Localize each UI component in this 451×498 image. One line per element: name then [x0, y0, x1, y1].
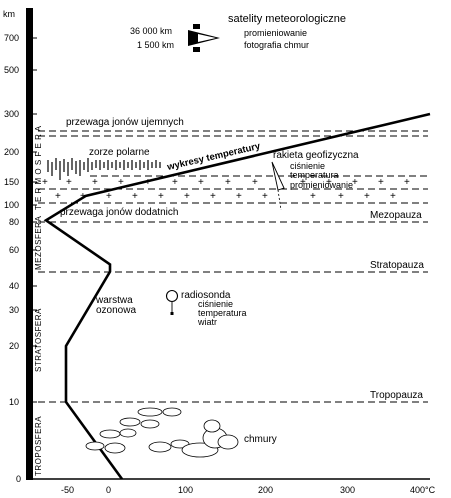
svg-text:+: + — [338, 191, 344, 202]
satellites-line2: fotografia chmur — [244, 40, 309, 50]
svg-text:+: + — [326, 177, 332, 188]
aurora-label: zorze polarne — [89, 147, 150, 158]
y-tick-500: 500 — [4, 65, 19, 75]
y-tick-0: 0 — [16, 474, 21, 484]
x-tick-300: 300 — [340, 485, 355, 495]
layer-troposfera-label: TROPOSFERA — [34, 416, 43, 476]
y-tick-700: 700 — [4, 33, 19, 43]
ions-negative-label: przewaga jonów ujemnych — [66, 117, 184, 128]
satellite-icon — [188, 24, 220, 52]
svg-text:+: + — [236, 191, 242, 202]
svg-text:+: + — [390, 191, 396, 202]
mezopauza-label: Mezopauza — [370, 210, 422, 221]
y-tick-200: 200 — [4, 147, 19, 157]
temperature-profile-line — [43, 112, 431, 480]
aurora-hatching — [47, 158, 161, 180]
y-tick-300: 300 — [4, 109, 19, 119]
svg-text:+: + — [404, 177, 410, 188]
svg-text:+: + — [106, 191, 112, 202]
satellites-line1: promieniowanie — [244, 28, 307, 38]
y-tick-80: 80 — [9, 217, 19, 227]
x-tick-minus50: -50 — [61, 485, 74, 495]
svg-text:+: + — [310, 191, 316, 202]
svg-text:+: + — [198, 177, 204, 188]
x-tick-200: 200 — [258, 485, 273, 495]
rocket-line3: promieniowanie — [290, 180, 353, 190]
ozone-line1: warstwa — [95, 295, 133, 306]
rocket-line1: ciśnienie — [290, 161, 325, 171]
svg-text:+: + — [184, 191, 190, 202]
clouds-drawing — [85, 407, 239, 458]
svg-text:+: + — [66, 177, 72, 188]
svg-text:+: + — [92, 177, 98, 188]
y-tick-40: 40 — [9, 281, 19, 291]
tropopauza-label: Tropopauza — [370, 390, 423, 401]
layer-stratosfera-label: STRATOSFERA — [34, 308, 43, 372]
layer-mezosfera-label: MEZOSFERA — [34, 216, 43, 270]
svg-text:+: + — [300, 177, 306, 188]
stratopauza-label: Stratopauza — [370, 260, 424, 271]
y-tick-150: 150 — [4, 177, 19, 187]
y-tick-100: 100 — [4, 200, 19, 210]
rocket-title: rakieta geofizyczna — [273, 150, 359, 161]
radiosonde-line1: ciśnienie — [198, 299, 233, 309]
y-tick-30: 30 — [9, 305, 19, 315]
svg-text:+: + — [42, 177, 48, 188]
svg-text:+: + — [132, 191, 138, 202]
radiosonde-line3: wiatr — [197, 317, 217, 327]
rocket-icon — [271, 161, 285, 211]
ozone-line2: ozonowa — [96, 305, 136, 316]
satellite-alt-low: 1 500 km — [137, 40, 174, 50]
svg-text:+: + — [172, 177, 178, 188]
y-axis-ticks — [33, 37, 37, 403]
svg-text:+: + — [118, 177, 124, 188]
y-tick-60: 60 — [9, 245, 19, 255]
y-tick-10: 10 — [9, 397, 19, 407]
satellites-title: satelity meteorologiczne — [228, 13, 346, 25]
svg-text:+: + — [364, 191, 370, 202]
clouds-label: chmury — [244, 434, 277, 445]
svg-text:+: + — [378, 177, 384, 188]
y-tick-20: 20 — [9, 341, 19, 351]
rocket-line2: temperatura — [290, 170, 339, 180]
layer-bar — [26, 8, 33, 480]
x-tick-400: 400°C — [410, 485, 436, 495]
satellite-alt-high: 36 000 km — [130, 26, 172, 36]
svg-text:+: + — [252, 177, 258, 188]
svg-text:+: + — [225, 177, 231, 188]
unit-km-label: km — [3, 9, 15, 19]
svg-text:+: + — [55, 191, 61, 202]
radiosonde-title: radiosonda — [181, 290, 231, 301]
radiosonde-icon — [165, 289, 179, 315]
x-tick-100: 100 — [178, 485, 193, 495]
svg-text:+: + — [262, 191, 268, 202]
svg-text:+: + — [352, 177, 358, 188]
ions-positive-label: przewaga jonów dodatnich — [60, 207, 178, 218]
svg-text:+: + — [158, 191, 164, 202]
layer-termosfera-label: T E R M O S F E R A — [34, 125, 43, 210]
svg-text:+: + — [145, 177, 151, 188]
x-tick-0: 0 — [106, 485, 111, 495]
svg-text:+: + — [210, 191, 216, 202]
radiosonde-line2: temperatura — [198, 308, 247, 318]
